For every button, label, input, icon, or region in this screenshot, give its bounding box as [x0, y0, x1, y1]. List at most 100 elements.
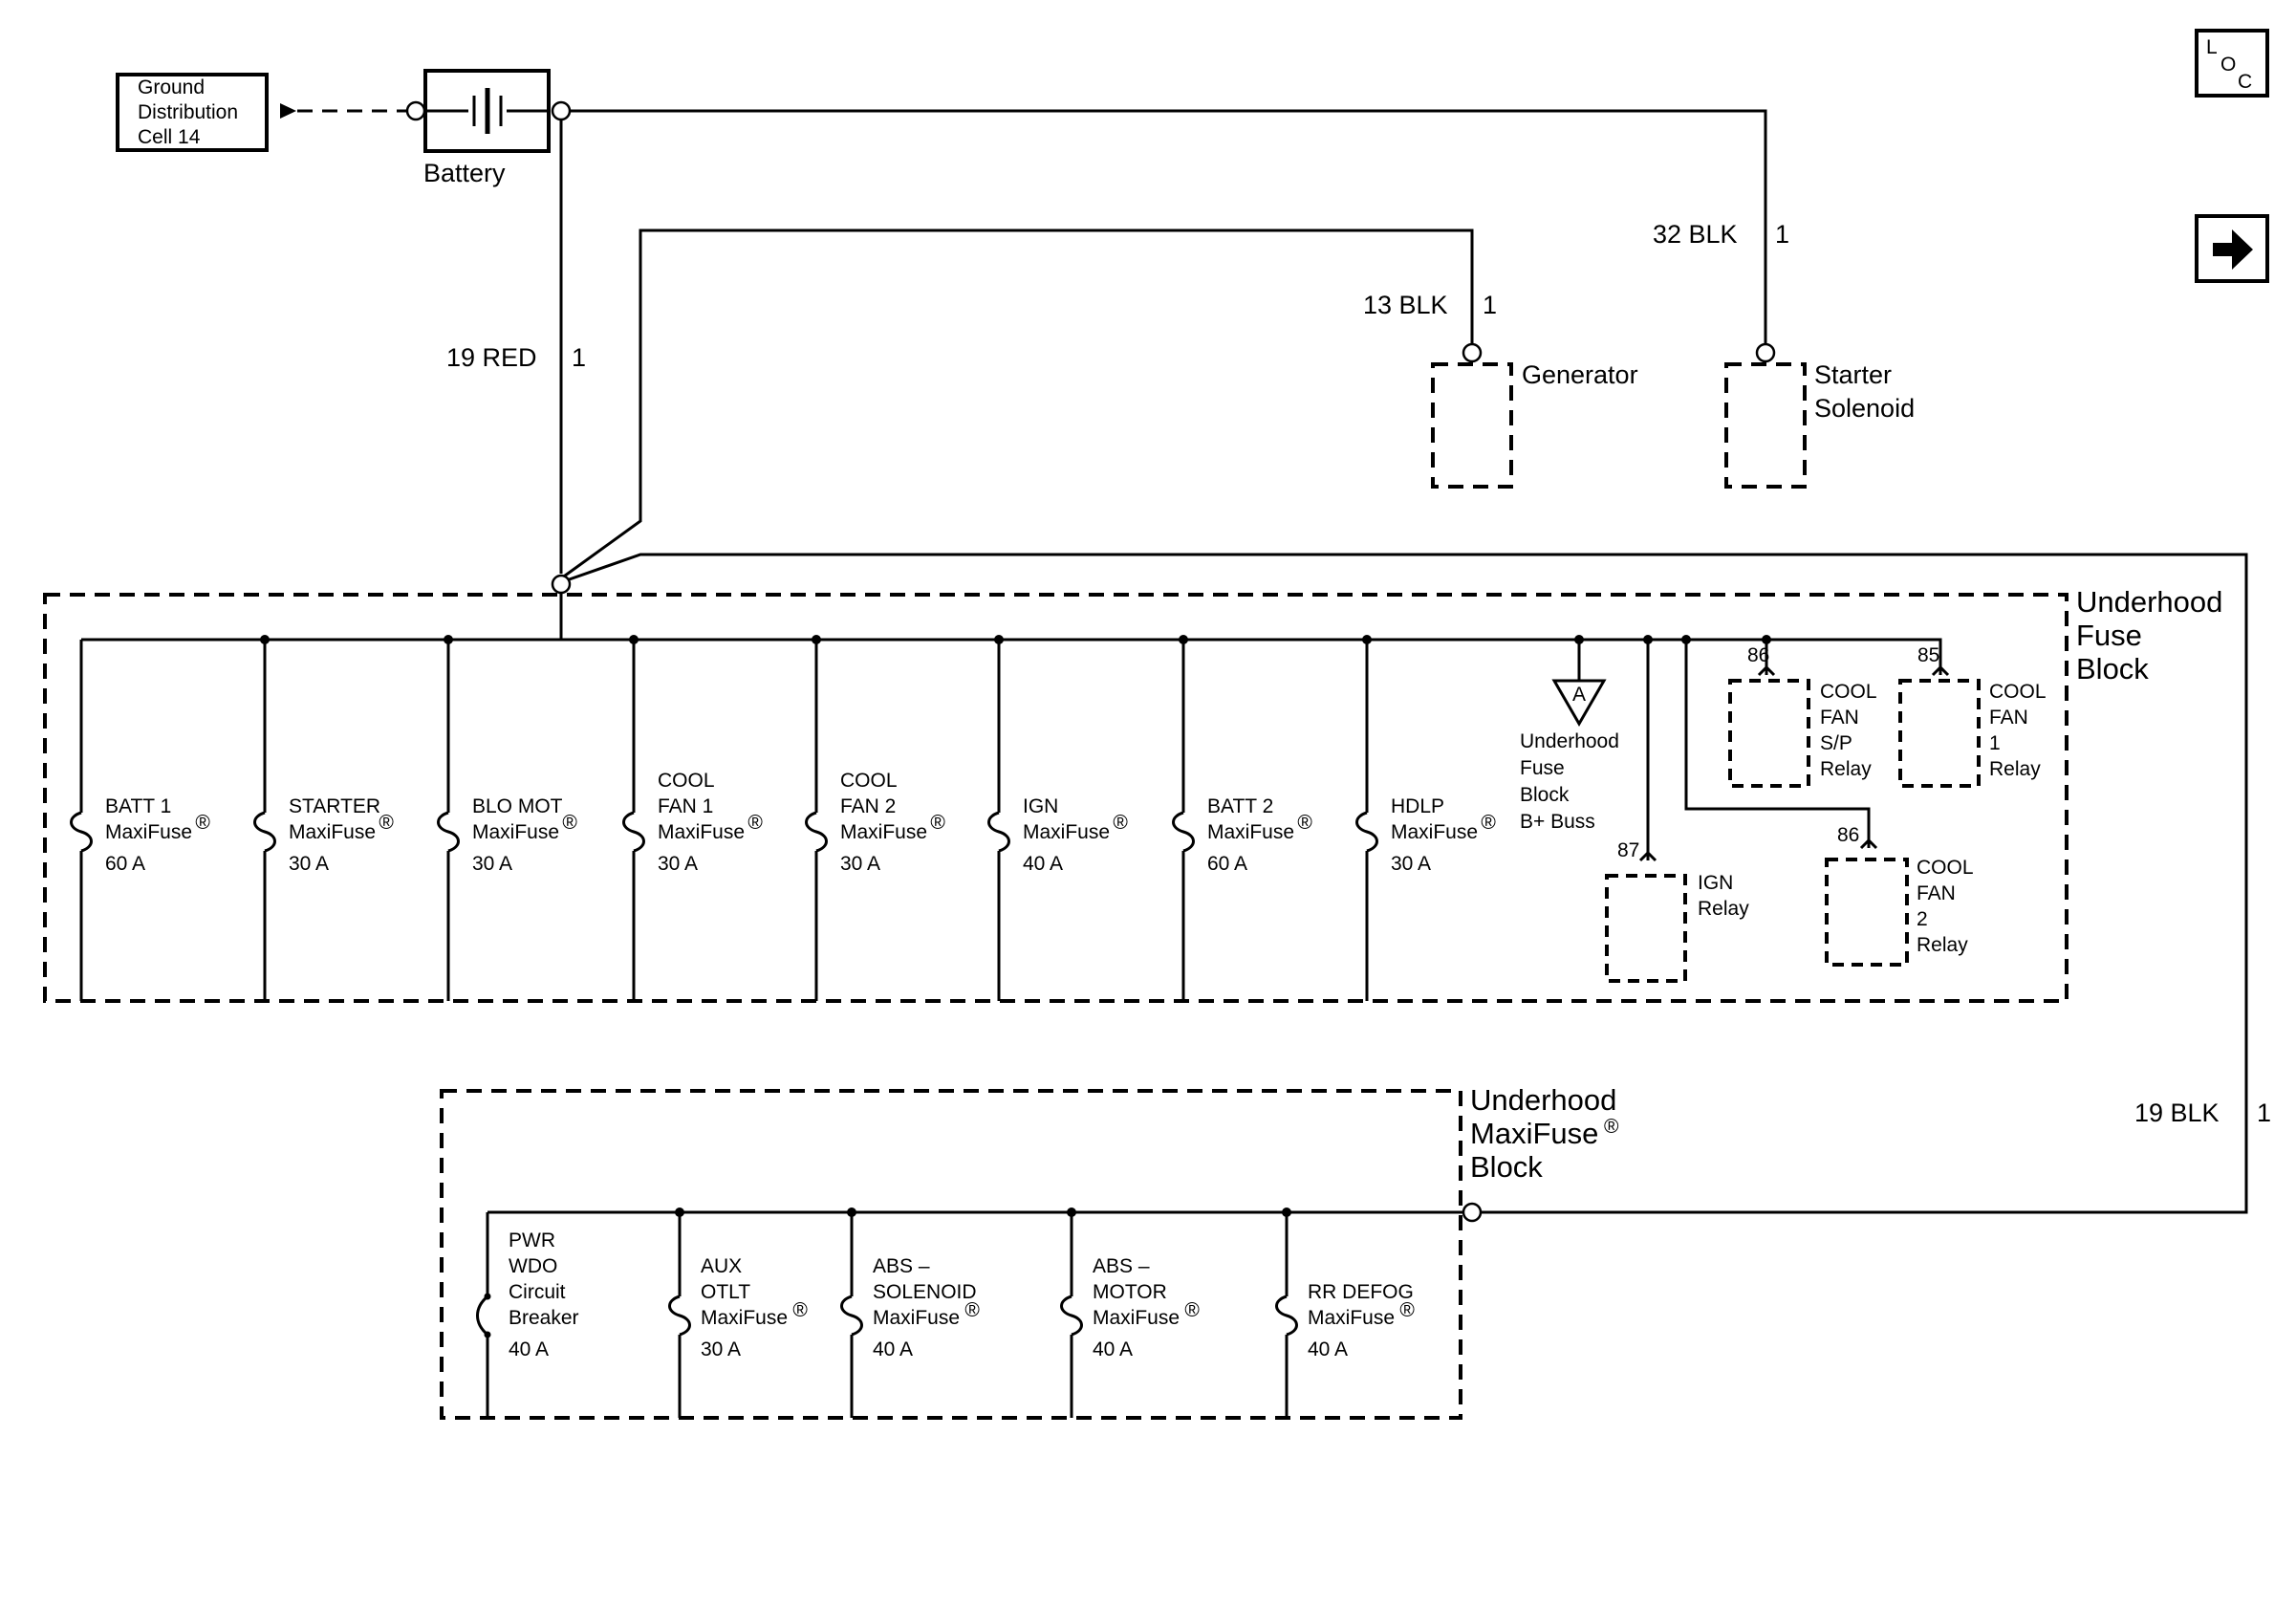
fuse-rating: 30 A [1391, 853, 1431, 875]
registered-mark: ® [379, 812, 394, 834]
wire-13-blk-pin: 1 [1483, 291, 1497, 319]
underhood-fuse-block[interactable]: Underhood Fuse Block [43, 585, 2222, 1003]
registered-mark: ® [792, 1299, 808, 1321]
fuse-label-line: RR DEFOG [1308, 1281, 1414, 1303]
fuse-label-line: IGN [1023, 795, 1058, 817]
wire-13-blk-label: 13 BLK [1363, 291, 1448, 319]
relay-label-line: COOL [1989, 681, 2047, 703]
relay-label-line: IGN [1698, 872, 1733, 894]
fuse-label-line: STARTER [289, 795, 380, 817]
fuse-rating: 60 A [105, 853, 145, 875]
registered-mark: ® [1184, 1299, 1200, 1321]
relay-label-line: Relay [1698, 898, 1749, 920]
wire-19-blk-label: 19 BLK [2134, 1099, 2220, 1127]
svg-text:C: C [2238, 71, 2252, 93]
maxifuse-block-title-2: MaxiFuse [1470, 1117, 1598, 1150]
maxifuse-block-title-1: Underhood [1470, 1083, 1616, 1117]
relay-label-line: FAN [1820, 707, 1859, 729]
relay-wires [1638, 635, 1950, 862]
fuse-label-line: COOL [840, 770, 898, 792]
fuse-label-line: ABS – [1093, 1255, 1150, 1277]
fuse-label-line: MaxiFuse [1391, 821, 1478, 843]
relay-label-line: FAN [1917, 882, 1956, 904]
fuse-rating: 40 A [873, 1338, 913, 1360]
fuse-rating: 30 A [840, 853, 880, 875]
fuse-block-title-2: Fuse [2076, 619, 2142, 652]
relay-label-line: COOL [1820, 681, 1877, 703]
fuse-label-line: BLO MOT [472, 795, 563, 817]
registered-mark: ® [964, 1299, 980, 1321]
fuse-label-line: MaxiFuse [658, 821, 745, 843]
fuse-rating: 30 A [472, 853, 512, 875]
fuse-label-line: SOLENOID [873, 1281, 977, 1303]
fuse-label-line: MaxiFuse [701, 1307, 788, 1329]
wire-32-blk-label: 32 BLK [1653, 220, 1738, 249]
wire-13-blk [560, 228, 1474, 580]
fuse-label-line: AUX [701, 1255, 742, 1277]
relay-pin: 87 [1617, 839, 1639, 861]
ground-distribution-box[interactable]: Ground Distribution Cell 14 [116, 73, 269, 152]
starter-solenoid[interactable]: Starter Solenoid [1724, 342, 1915, 489]
fuse-label-line: FAN 2 [840, 795, 896, 817]
b-plus-buss[interactable]: A Underhood Fuse Block B+ Buss [1520, 635, 1619, 833]
registered-mark: ® [1481, 812, 1496, 834]
battery-label: Battery [423, 159, 506, 187]
underhood-maxifuse-block[interactable]: Underhood MaxiFuse ® Block [440, 1083, 1619, 1420]
maxifuse-block-title-3: Block [1470, 1150, 1543, 1184]
maxifuse-block-terminal [1462, 1202, 1483, 1223]
maxifuse-block-registered: ® [1604, 1116, 1619, 1138]
loc-icon[interactable]: L O C [2195, 29, 2269, 98]
registered-mark: ® [747, 812, 763, 834]
fuse-label-line: ABS – [873, 1255, 930, 1277]
relay-label-line: 2 [1917, 908, 1928, 930]
wire-19-blk [560, 553, 2248, 1214]
relay-label-line: Relay [1820, 758, 1872, 780]
starter-solenoid-label-2: Solenoid [1814, 394, 1915, 423]
wire-32-blk [570, 109, 1767, 344]
fuse-label-line: MaxiFuse [840, 821, 927, 843]
fuse-label-line: BATT 2 [1207, 795, 1273, 817]
relay-pin: 85 [1917, 644, 1939, 666]
buss-symbol: A [1572, 684, 1586, 706]
relay-label-line: FAN [1989, 707, 2028, 729]
registered-mark: ® [195, 812, 210, 834]
buss-label-1: Underhood [1520, 730, 1619, 752]
fuse-rating: 60 A [1207, 853, 1247, 875]
svg-text:L: L [2206, 36, 2218, 58]
generator[interactable]: Generator [1431, 342, 1638, 489]
fuse-rating: 40 A [1308, 1338, 1348, 1360]
registered-mark: ® [1399, 1299, 1415, 1321]
fuse-label-line: MaxiFuse [289, 821, 376, 843]
wire-32-blk-pin: 1 [1775, 220, 1789, 249]
fuse-rating: 30 A [701, 1338, 741, 1360]
fuse-label-line: MaxiFuse [1093, 1307, 1180, 1329]
generator-label: Generator [1522, 360, 1638, 389]
registered-mark: ® [562, 812, 577, 834]
buss-label-4: B+ Buss [1520, 811, 1595, 833]
fuse-label-line: BATT 1 [105, 795, 171, 817]
registered-mark: ® [1113, 812, 1128, 834]
right-arrow-icon[interactable] [2195, 214, 2269, 283]
fuse-rating: 40 A [1023, 853, 1063, 875]
starter-solenoid-label-1: Starter [1814, 360, 1892, 389]
battery[interactable]: Battery [405, 69, 572, 187]
